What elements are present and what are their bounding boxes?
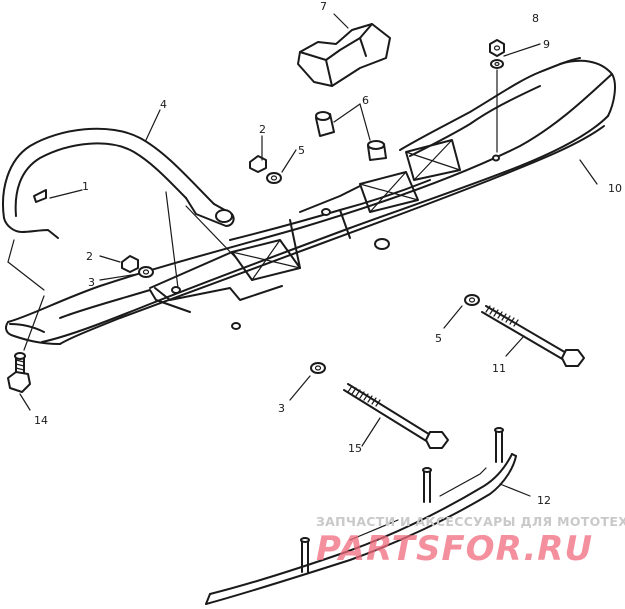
- callout-14: 14: [34, 414, 48, 427]
- callout-5-lower: 5: [435, 332, 442, 345]
- leader-lines: [7, 13, 598, 497]
- ski-body-part: [5, 57, 616, 345]
- callout-8: 8: [532, 12, 539, 25]
- callout-12: 12: [537, 494, 551, 507]
- callout-3-lower: 3: [278, 402, 285, 415]
- callout-4: 4: [160, 98, 167, 111]
- callout-10: 10: [608, 182, 622, 195]
- callout-5-upper: 5: [298, 144, 305, 157]
- watermark-brand: PARTSFOR.RU: [316, 529, 593, 569]
- callout-6: 6: [362, 94, 369, 107]
- callout-9: 9: [543, 38, 550, 51]
- bumper-pad-part: [297, 23, 391, 87]
- long-bolt-part: [464, 294, 585, 367]
- callout-2-lower: 2: [86, 250, 93, 263]
- bushing-part: [315, 111, 387, 161]
- callout-labels: 1 2 5 2 3 4 6 7 8 9 10 5 11 3 15 12 14: [34, 0, 622, 507]
- watermark-caption: ЗАПЧАСТИ И АКСЕССУАРЫ ДЛЯ МОТОТЕХНИКИ: [316, 514, 625, 529]
- ski-loop-handle-part: [2, 127, 235, 239]
- small-bolt-part: [7, 352, 31, 393]
- nut-part: [121, 155, 282, 278]
- callout-3-upper: 3: [88, 276, 95, 289]
- watermark: ЗАПЧАСТИ И АКСЕССУАРЫ ДЛЯ МОТОТЕХНИКИ PA…: [316, 514, 625, 569]
- wear-bar-part: [205, 427, 517, 605]
- nut-washer-part: [489, 39, 505, 69]
- callout-15: 15: [348, 442, 362, 455]
- bolt-part: [310, 362, 449, 449]
- callout-1: 1: [82, 180, 89, 193]
- callout-11: 11: [492, 362, 506, 375]
- callout-7: 7: [320, 0, 327, 13]
- callout-2-upper: 2: [259, 123, 266, 136]
